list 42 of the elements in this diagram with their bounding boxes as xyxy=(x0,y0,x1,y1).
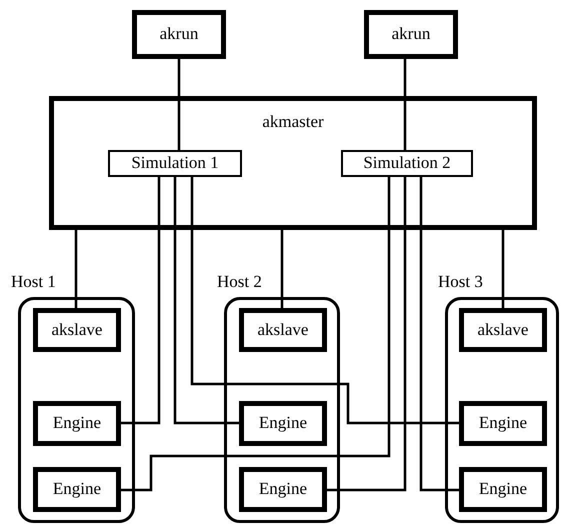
connector-line xyxy=(74,230,78,308)
process-box xyxy=(33,308,121,352)
connector-line xyxy=(174,177,239,424)
process-box xyxy=(364,10,458,59)
node-label: Simulation 2 xyxy=(363,154,451,173)
process-box xyxy=(132,10,226,59)
node-label: akslave xyxy=(52,320,102,340)
process-box xyxy=(239,467,327,512)
node-label: Engine xyxy=(52,480,102,499)
connector-line xyxy=(121,177,390,492)
connector-line xyxy=(121,177,160,424)
process-box xyxy=(459,467,547,512)
process-box xyxy=(108,150,242,177)
host-heading: Host 3 xyxy=(438,273,483,292)
connector-line xyxy=(404,59,406,150)
connector-line xyxy=(327,177,406,492)
node-label: Engine xyxy=(52,414,102,433)
node-label: Engine xyxy=(258,480,308,499)
process-box xyxy=(239,308,327,352)
host-heading: Host 1 xyxy=(11,273,56,292)
process-box xyxy=(341,150,473,177)
node-label: akrun xyxy=(392,25,430,44)
process-box xyxy=(33,401,121,446)
node-label: akslave xyxy=(478,320,528,340)
node-label: Simulation 1 xyxy=(131,154,219,173)
node-label: Engine xyxy=(478,480,528,499)
host-heading: Host 2 xyxy=(217,273,262,292)
node-label: Engine xyxy=(258,414,308,433)
node-label: akrun xyxy=(160,25,198,44)
connector-line xyxy=(178,59,180,150)
process-box xyxy=(459,401,547,446)
node-label: Engine xyxy=(478,414,528,433)
container-box xyxy=(49,96,537,230)
process-box xyxy=(239,401,327,446)
connector-line xyxy=(280,230,284,308)
node-label: akmaster xyxy=(262,113,324,132)
connector-line xyxy=(502,230,504,308)
node-label: akslave xyxy=(258,320,308,340)
process-box xyxy=(33,467,121,512)
connector-line xyxy=(190,177,459,424)
connector-line xyxy=(420,177,459,492)
process-box xyxy=(459,308,547,352)
